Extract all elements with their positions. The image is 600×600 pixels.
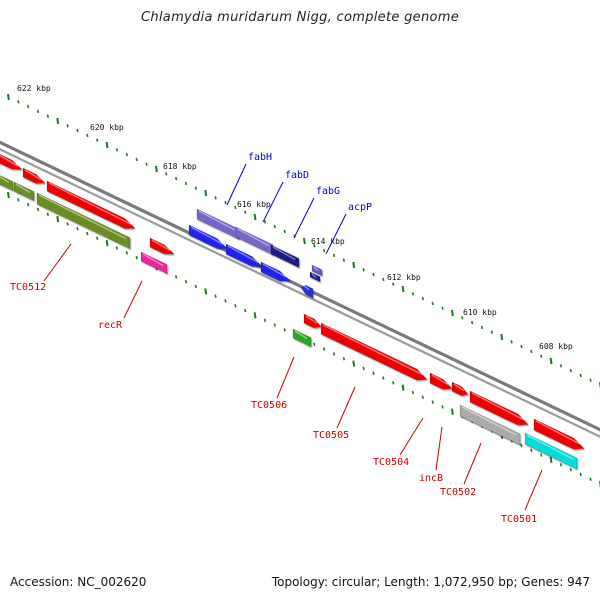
gene-label: TC0505	[313, 430, 349, 441]
gene-bar-tc0506	[292, 328, 312, 348]
gene-label: TC0512	[10, 282, 46, 293]
gene-bar-tc0505	[320, 322, 428, 381]
gene-bar-acpP	[300, 284, 314, 299]
gene-bar-tc0502	[459, 404, 521, 446]
gene-label: acpP	[348, 202, 372, 213]
leader-line	[463, 442, 482, 485]
gene-arrow	[311, 264, 323, 277]
gene-bar-tc0504	[429, 372, 453, 390]
gene-label: fabG	[316, 186, 340, 197]
tick-row-inner	[7, 191, 600, 488]
gene-arrow	[0, 154, 23, 170]
gene-arrow	[13, 181, 35, 202]
gene-label-group: incB	[419, 426, 443, 484]
leader-line	[262, 181, 284, 223]
leader-line	[325, 213, 347, 255]
map-title: Chlamydia muridarum Nigg, complete genom…	[140, 10, 460, 25]
gene-label-group: TC0505	[313, 386, 356, 441]
gene-label: TC0504	[373, 457, 409, 468]
backbone-strand-outer	[0, 140, 600, 432]
gene-label-group: acpP	[325, 202, 372, 255]
gene-label-group: fabH	[226, 152, 272, 206]
tick-label: 616 kbp	[237, 200, 271, 209]
leader-line	[399, 417, 424, 456]
leader-line	[226, 163, 247, 206]
gene-label: TC0502	[440, 487, 476, 498]
tick-row-outer	[7, 93, 600, 389]
gene-arrow	[46, 180, 136, 229]
tick-label: 612 kbp	[387, 273, 421, 282]
gene-label: recR	[98, 320, 123, 331]
backbone-strand-inner	[0, 148, 600, 438]
leader-line	[524, 469, 543, 511]
tick-label: 620 kbp	[90, 123, 124, 132]
gene-arrow	[309, 271, 321, 283]
gene-bar-tc0512	[36, 192, 131, 250]
gene-bar-fabD	[188, 224, 228, 249]
gene-label: incB	[419, 473, 443, 484]
gene-arrow	[303, 313, 322, 329]
gene-bar-fabG	[270, 244, 300, 268]
tick-label: 622 kbp	[17, 84, 51, 93]
tick-label: 610 kbp	[463, 308, 497, 317]
gene-bar-recR	[140, 251, 168, 274]
gene-arrow	[235, 226, 274, 256]
leader-line	[276, 356, 295, 399]
gene-arrow	[225, 243, 263, 267]
gene-label-group: TC0504	[373, 417, 424, 468]
gene-bar-fabH	[196, 208, 240, 240]
accession-text: Accession: NC_002620	[10, 575, 147, 589]
gene-arrow	[0, 175, 14, 192]
gene-label-group: TC0506	[251, 356, 295, 411]
gene-arrow	[149, 237, 175, 255]
leader-line	[293, 197, 315, 239]
leader-line	[123, 280, 143, 319]
gene-label-group: TC0501	[501, 469, 543, 525]
gene-label-group: TC0512	[10, 243, 72, 293]
gene-label: fabD	[285, 170, 309, 181]
gene-bar-incB	[451, 381, 469, 396]
leader-line	[435, 426, 443, 471]
tick-label: 608 kbp	[539, 342, 573, 351]
gene-arrow	[260, 261, 291, 282]
gene-arrow	[533, 418, 585, 450]
gene-label: fabH	[248, 152, 272, 163]
gene-label: TC0506	[251, 400, 287, 411]
gene-label: TC0501	[501, 514, 537, 525]
leader-line	[336, 386, 356, 429]
gene-label-group: fabG	[293, 186, 340, 239]
gene-label-group: TC0502	[440, 442, 482, 498]
gene-label-group: recR	[98, 280, 143, 331]
tick-label: 614 kbp	[311, 237, 345, 246]
gene-bar-tc0501	[524, 432, 578, 470]
gene-arrow	[22, 167, 46, 184]
tick-label: 618 kbp	[163, 162, 197, 171]
leader-line	[43, 243, 72, 282]
gene-label-group: fabD	[262, 170, 309, 223]
gene-arrow	[469, 390, 529, 426]
topology-summary: Topology: circular; Length: 1,072,950 bp…	[271, 575, 590, 589]
